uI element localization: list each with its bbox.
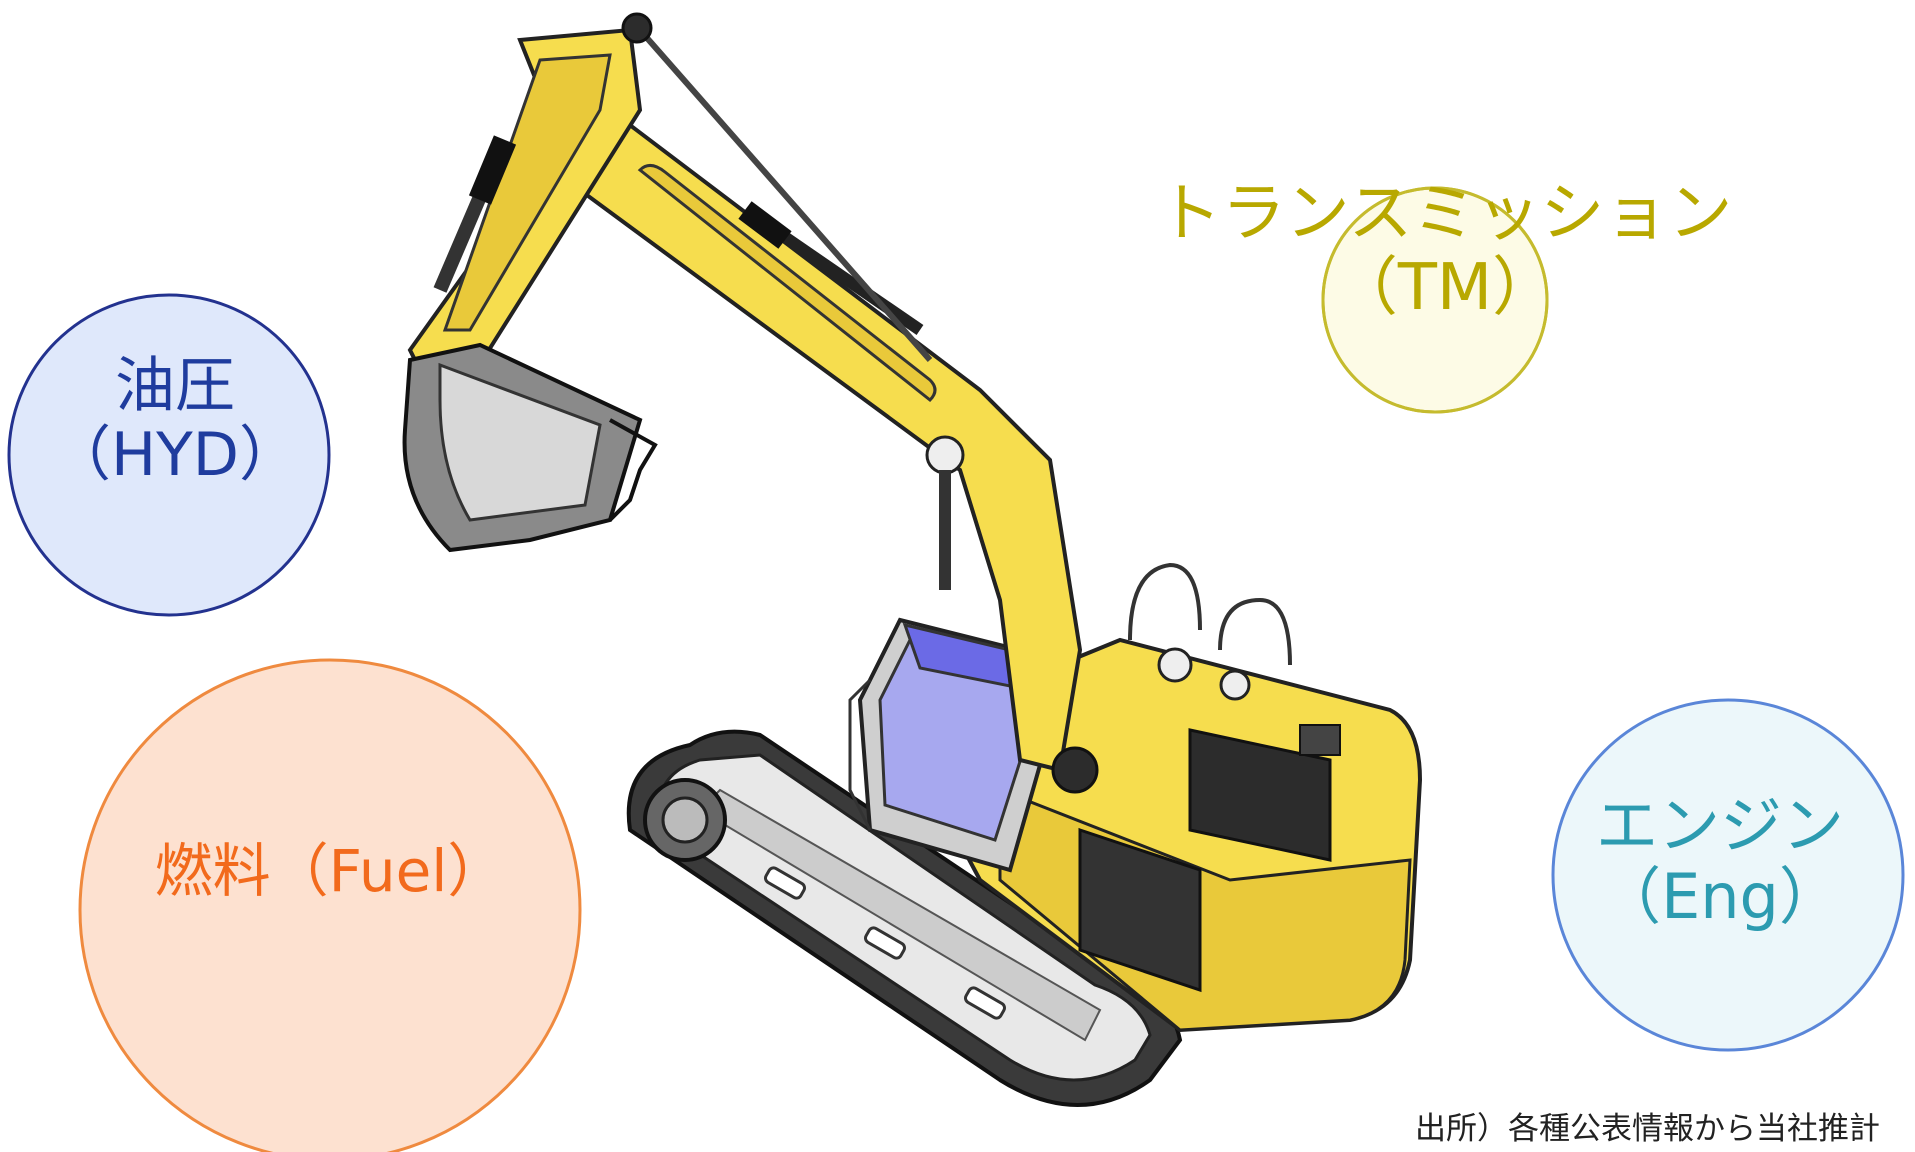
tm-circle-outline xyxy=(1321,186,1549,414)
hyd-label-line1: 油圧 xyxy=(115,351,235,421)
fuel-label-line1: 燃料（Fuel） xyxy=(154,837,506,905)
fuel-circle xyxy=(78,658,582,1152)
crawler-track xyxy=(626,729,1183,1107)
hyd-circle xyxy=(7,293,331,617)
source-note: 出所）各種公表情報から当社推計 xyxy=(1415,1111,1880,1147)
eng-label: エンジン （Eng） xyxy=(1530,790,1910,933)
arm xyxy=(407,12,933,393)
operator-cab xyxy=(848,617,1053,873)
bucket xyxy=(402,342,658,553)
hyd-label-line2: （HYD） xyxy=(51,420,299,490)
eng-circle xyxy=(1551,698,1905,1052)
eng-label-line1: エンジン xyxy=(1595,789,1844,862)
tm-label: トランスミッション （TM） xyxy=(1120,177,1770,325)
fuel-label: 燃料（Fuel） xyxy=(80,838,580,905)
hyd-label: 油圧 （HYD） xyxy=(20,352,330,490)
tm-label-line2: （TM） xyxy=(1333,250,1557,325)
boom xyxy=(557,107,1099,794)
eng-label-line2: （Eng） xyxy=(1599,860,1841,934)
tm-label-line1: トランスミッション xyxy=(1157,177,1733,251)
excavator-illustration xyxy=(402,12,1423,1107)
